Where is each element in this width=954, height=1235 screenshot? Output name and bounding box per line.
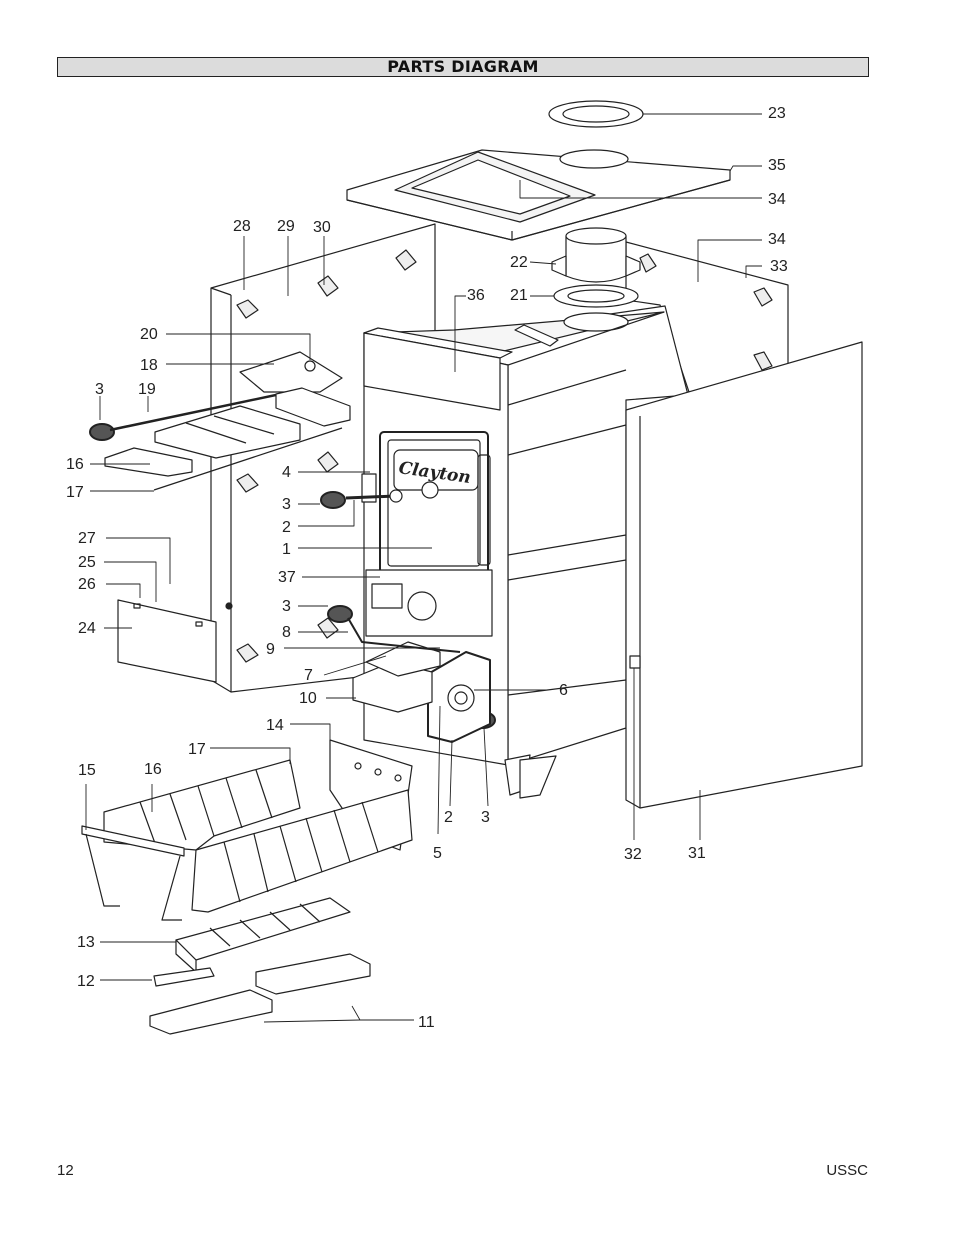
callout-label: 12 bbox=[77, 973, 95, 990]
draft-control bbox=[239, 351, 343, 393]
ash-door bbox=[427, 651, 491, 743]
callout-label: 37 bbox=[278, 569, 296, 586]
callout-label: 18 bbox=[140, 357, 158, 374]
door-handle bbox=[345, 473, 403, 503]
callout-label: 3 bbox=[282, 598, 291, 615]
callout-label: 20 bbox=[140, 326, 158, 343]
callout-label: 32 bbox=[624, 846, 642, 863]
callout-label: 27 bbox=[78, 530, 96, 547]
callout-label: 17 bbox=[66, 484, 84, 501]
callout-label: 25 bbox=[78, 554, 96, 571]
callout-labels: 23 35 34 28 29 30 34 22 33 21 36 20 18 3… bbox=[66, 105, 788, 1031]
top-panel bbox=[346, 149, 731, 241]
firebricks-top bbox=[104, 387, 351, 491]
callout-label: 24 bbox=[78, 620, 96, 637]
callout-label: 9 bbox=[266, 641, 275, 658]
callout-label: 5 bbox=[433, 845, 442, 862]
callout-label: 6 bbox=[559, 682, 568, 699]
callout-label: 4 bbox=[282, 464, 291, 481]
flue-collar-ring bbox=[548, 100, 644, 128]
callout-label: 8 bbox=[282, 624, 291, 641]
firebrick-row bbox=[103, 759, 413, 913]
ash-pan bbox=[352, 641, 441, 713]
callout-label: 34 bbox=[768, 231, 786, 248]
callout-label: 2 bbox=[282, 519, 291, 536]
shaker-rod bbox=[109, 390, 291, 432]
access-panel bbox=[117, 599, 217, 683]
callout-label: 35 bbox=[768, 157, 786, 174]
grate-linkage bbox=[347, 617, 461, 653]
callout-label: 2 bbox=[444, 809, 453, 826]
callout-label: 16 bbox=[66, 456, 84, 473]
grates bbox=[175, 897, 351, 973]
page-title: PARTS DIAGRAM bbox=[387, 57, 539, 76]
callout-label: 31 bbox=[688, 845, 706, 862]
callout-label: 30 bbox=[313, 219, 331, 236]
callout-label: 28 bbox=[233, 218, 251, 235]
callout-label: 7 bbox=[304, 667, 313, 684]
grate-lever bbox=[153, 967, 215, 987]
callout-label: 17 bbox=[188, 741, 206, 758]
page-number: 12 bbox=[57, 1162, 74, 1179]
callout-label: 23 bbox=[768, 105, 786, 122]
callout-label: 11 bbox=[418, 1014, 435, 1031]
flue-gasket bbox=[553, 284, 639, 308]
callout-label: 3 bbox=[481, 809, 490, 826]
firebox-door bbox=[379, 431, 491, 575]
callout-label: 33 bbox=[770, 258, 788, 275]
callout-label: 29 bbox=[277, 218, 295, 235]
grate-support bbox=[81, 825, 185, 921]
callout-label: 22 bbox=[510, 254, 528, 271]
callout-label: 16 bbox=[144, 761, 162, 778]
callout-label: 26 bbox=[78, 576, 96, 593]
callout-label: 14 bbox=[266, 717, 284, 734]
callout-label: 3 bbox=[282, 496, 291, 513]
front-side-panel bbox=[625, 341, 863, 809]
grate-frames bbox=[149, 953, 371, 1035]
callout-label: 13 bbox=[77, 934, 95, 951]
callout-label: 19 bbox=[138, 381, 156, 398]
callout-label: 21 bbox=[510, 287, 528, 304]
title-bar: PARTS DIAGRAM bbox=[57, 57, 869, 77]
callout-label: 10 bbox=[299, 690, 317, 707]
flue-collar bbox=[551, 227, 641, 283]
callout-label: 15 bbox=[78, 762, 96, 779]
callout-label: 3 bbox=[95, 381, 104, 398]
callout-label: 34 bbox=[768, 191, 786, 208]
callout-label: 36 bbox=[467, 287, 485, 304]
callout-label: 1 bbox=[282, 541, 291, 558]
control-panel bbox=[365, 569, 493, 637]
footer-brand: USSC bbox=[826, 1162, 868, 1179]
leader-lines bbox=[85, 113, 762, 1023]
